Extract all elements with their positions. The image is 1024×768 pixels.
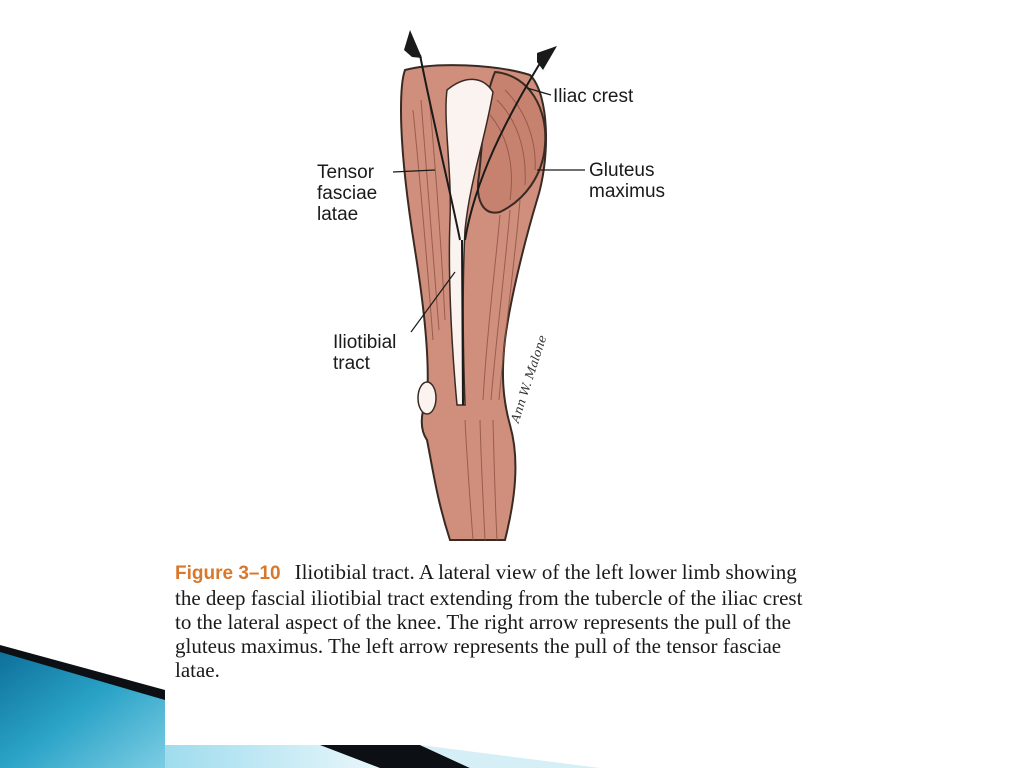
leader-lines xyxy=(392,87,585,333)
deco-dark-bottom xyxy=(300,745,470,768)
deco-light-right xyxy=(420,745,600,768)
muscle-striations xyxy=(412,89,536,541)
figure-label: Figure 3–10 xyxy=(175,563,281,584)
left-arrow-head xyxy=(404,30,422,58)
label-iliac-crest: Iliac crest xyxy=(553,86,634,107)
caption-text: Iliotibial tract. A lateral view of the … xyxy=(175,560,803,682)
deco-light-bottom xyxy=(165,745,380,768)
patella xyxy=(417,381,437,415)
deco-teal-wedge xyxy=(0,648,165,768)
label-iliotibial-tract: Iliotibial tract xyxy=(333,332,397,374)
figure-panel: Iliac crest Tensor fasciae latae Gluteus… xyxy=(165,0,820,745)
label-tensor-fasciae-latae: Tensor fasciae latae xyxy=(317,162,378,225)
iliotibial-tract-lines xyxy=(419,54,546,406)
right-arrow-head xyxy=(537,46,557,70)
deco-dark-stripe xyxy=(0,645,165,700)
label-gluteus-maximus: Gluteus maximus xyxy=(589,160,666,202)
pull-arrows xyxy=(404,30,557,70)
leg-diagram xyxy=(392,30,585,541)
